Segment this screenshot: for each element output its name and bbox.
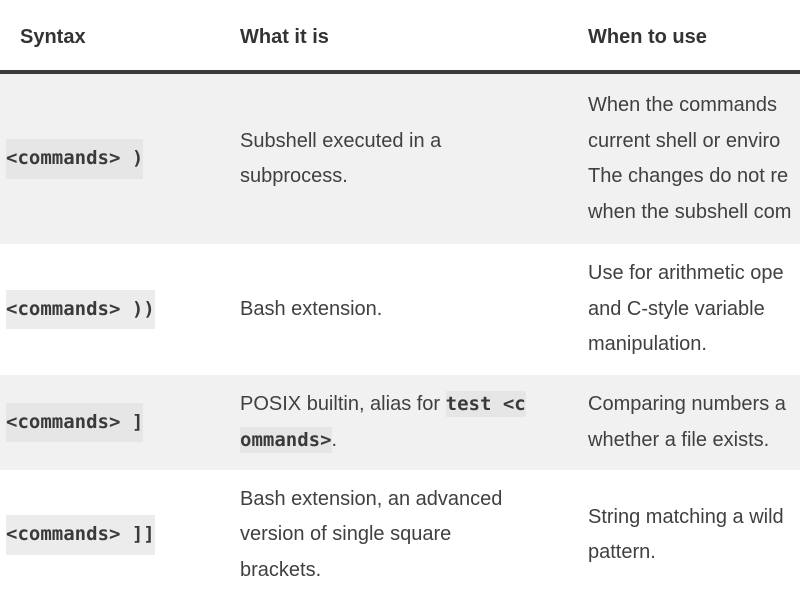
table-row: <commands> ] POSIX builtin, alias for te…: [0, 375, 800, 470]
table-row: <commands> ]] Bash extension, an advance…: [0, 470, 800, 600]
cell-line: and C-style variable: [588, 297, 765, 320]
header-syntax: Syntax: [20, 25, 86, 48]
cell-line: brackets.: [240, 558, 322, 581]
syntax-code: <commands> ): [6, 139, 144, 179]
cell-line: Bash extension.: [240, 297, 383, 320]
syntax-cell: <commands> ]]: [6, 470, 226, 600]
what-it-is-cell: Bash extension, an advanced version of s…: [240, 470, 570, 600]
cell-line: Comparing numbers a: [588, 393, 786, 415]
syntax-cell: <commands> ): [6, 74, 226, 244]
cell-line: POSIX builtin, alias for test <c: [240, 387, 526, 423]
table-row: <commands> ) Subshell executed in a subp…: [0, 74, 800, 244]
cell-line: version of single square: [240, 523, 452, 546]
when-to-use-cell: Comparing numbers a whether a file exist…: [588, 375, 800, 470]
syntax-code: <commands> ]]: [6, 515, 155, 555]
what-it-is-cell: POSIX builtin, alias for test <c ommands…: [240, 375, 570, 470]
header-when-to-use: When to use: [588, 25, 707, 48]
cell-line: String matching a wild: [588, 505, 784, 528]
what-it-is-cell: Bash extension.: [240, 244, 570, 375]
cell-line: Bash extension, an advanced: [240, 487, 503, 510]
syntax-code: <commands> )): [6, 289, 155, 330]
cell-line: manipulation.: [588, 333, 707, 356]
when-to-use-cell: When the commands current shell or envir…: [588, 74, 800, 244]
when-to-use-cell: String matching a wild pattern.: [588, 470, 800, 600]
cell-line: Use for arithmetic ope: [588, 262, 784, 285]
inline-code: test <c: [445, 391, 526, 417]
when-to-use-cell: Use for arithmetic ope and C-style varia…: [588, 244, 800, 375]
cell-line: ommands>.: [240, 423, 526, 459]
syntax-cell: <commands> )): [6, 244, 226, 375]
cell-line: current shell or enviro: [588, 129, 781, 152]
header-what-it-is: What it is: [240, 25, 329, 48]
inline-code: ommands>: [240, 426, 332, 453]
cell-line: pattern.: [588, 541, 656, 563]
what-it-is-cell: Subshell executed in a subprocess.: [240, 74, 570, 244]
cell-line: The changes do not re: [588, 165, 789, 187]
table-row: <commands> )) Bash extension. Use for ar…: [0, 244, 800, 375]
cell-line: Subshell executed in a: [240, 129, 442, 152]
cell-line: when the subshell com: [588, 200, 792, 223]
syntax-cell: <commands> ]: [6, 375, 226, 470]
cell-line: whether a file exists.: [588, 428, 770, 451]
syntax-code: <commands> ]: [6, 402, 144, 443]
table-header-row: Syntax What it is When to use: [0, 0, 800, 74]
cell-text: .: [331, 428, 338, 451]
cell-line: subprocess.: [240, 165, 348, 187]
cell-line: When the commands: [588, 94, 777, 116]
cell-text: POSIX builtin, alias for: [240, 393, 446, 415]
